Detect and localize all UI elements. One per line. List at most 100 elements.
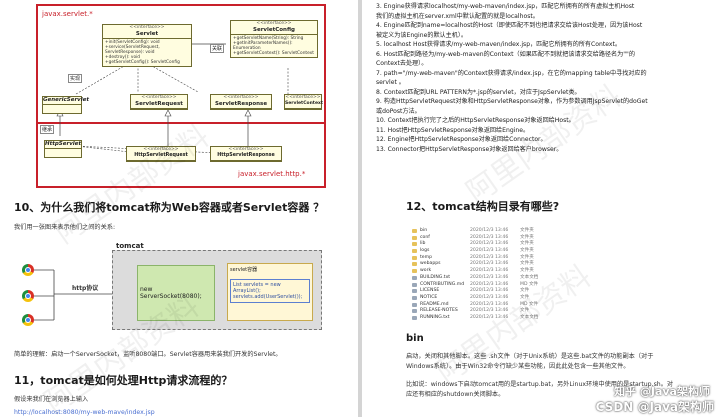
file-date: 2020/12/3 13:46 [470,274,509,280]
heading-q10: 10、为什么我们将tomcat称为Web容器或者Servlet容器 ？ [14,201,325,214]
class-servlet-request: <<interface>> ServletRequest [130,94,188,110]
stereotype: <<interface>> [256,21,292,26]
step-line: 5. localhost Host获得请求/my-web-maven/index… [376,41,621,48]
file-date: 2020/12/3 13:46 [470,234,509,240]
step-line: 4. Engine匹配到name=localhost的Host（即使匹配不到也把… [376,22,643,29]
step-line: 6. Host匹配到路径为/my-web-maven的Context（如果匹配不… [376,50,635,58]
file-type: 文件 [520,294,530,300]
tomcat-title: tomcat [116,242,144,250]
file-name: LICENSE [420,288,440,294]
file-name: lib [420,241,426,247]
folder-icon [412,255,417,260]
bin-text-1: 启动，关闭和其他脚本。这些 .sh文件（对于Unix系统）是这些.bat文件的功… [406,353,654,360]
class-name: Servlet [103,31,191,39]
http-arrows [34,269,118,321]
class-http-servlet-request: <<interface>> HttpServletRequest [126,146,196,162]
file-row[interactable]: CONTRIBUTING.md 2020/12/3 13:46 MD 文件 [412,282,642,289]
uml-class-diagram: javax.servlet.* javax.servlet.http.* [36,4,326,188]
class-name: ServletRequest [131,101,187,109]
file-date: 2020/12/3 13:46 [470,268,509,274]
servlet-container-box: servlet容器 List servlets = new ArrayList(… [227,263,313,321]
file-icon [412,309,417,314]
step-line: 3. Engine获得请求localhost/my-web-maven/inde… [376,3,635,10]
stereotype: <<interface>> [285,95,321,100]
class-servlet-response: <<interface>> ServletResponse [210,94,272,110]
file-type: 文件 [520,288,530,294]
file-type: 文件夹 [520,261,534,267]
file-name: RUNNING.txt [420,314,450,320]
url-link[interactable]: http://localhost:8080/my-web-mave/index.… [14,409,155,416]
file-icon [412,315,417,320]
step-line: 13. Connector把HttpServletResponse对象返回给客户… [376,145,563,153]
file-date: 2020/12/3 13:46 [470,281,509,287]
label-implements: 实现 [68,74,83,83]
file-date: 2020/12/3 13:46 [470,301,509,307]
file-date: 2020/12/3 13:46 [470,248,509,254]
file-name: conf [420,234,430,240]
file-name: BUILDING.txt [420,274,451,280]
label-extends: 继承 [40,125,55,134]
class-name: HttpServletRequest [127,153,195,161]
folder-icon [412,229,417,233]
step-line: 11. Host把HttpServletResponse对象返回给Engine。 [376,126,530,134]
step-line: 7. path="/my-web-maven"的Context获得请求/inde… [376,69,647,77]
bin-text-4: 应还有相应的shutdown关闭脚本。 [406,391,505,398]
file-name: CONTRIBUTING.md [420,281,465,287]
browser-icon [22,264,34,276]
step-line: 8. Context匹配到URL PATTERN为*.jsp的servlet，对… [376,88,581,96]
class-name: ServletConfig [231,27,317,35]
bin-text-2: Windows系统）。由于Win32命令行缺少某些功能，因此此处包含一些其他文件… [406,363,630,370]
class-servlet: <<interface>> Servlet +init(ServletConfi… [102,24,192,67]
stereotype: <<interface>> [129,25,165,30]
file-name: logs [420,248,430,254]
servlet-list-code: List servlets = new ArrayList(); servlet… [230,279,310,303]
file-type: 文本文档 [520,274,539,280]
folder-icon [412,242,417,247]
file-icon [412,302,417,307]
file-date: 2020/12/3 13:46 [470,228,509,233]
file-type: MD 文件 [520,281,539,287]
file-date: 2020/12/3 13:46 [470,314,509,320]
browser-icon [22,314,34,326]
server-socket-code: new ServerSocket(8080); [140,286,202,300]
file-row[interactable]: BUILDING.txt 2020/12/3 13:46 文本文档 [412,275,642,282]
file-date: 2020/12/3 13:46 [470,288,509,294]
step-line: 我们的虚拟主机在server.xml中默认配置的就是localhost。 [376,12,539,20]
step-line: 9. 构造HttpServletRequest对象和HttpServletRes… [376,98,648,105]
label-association: 关联 [210,44,225,53]
package-label-http: javax.servlet.http.* [238,170,306,178]
class-name: HttpServlet [45,141,82,149]
step-line: 12. Engine把HttpServletResponse对象返回给Conne… [376,136,547,143]
file-type: 文件夹 [520,268,534,274]
folder-icon [412,249,417,254]
file-date: 2020/12/3 13:46 [470,254,509,260]
stereotype: <<interface>> [228,147,264,152]
file-row[interactable]: LICENSE 2020/12/3 13:46 文件 [412,288,642,295]
stereotype: <<interface>> [223,95,259,100]
step-line: Context去处理）。 [376,60,428,67]
file-date: 2020/12/3 13:46 [470,261,509,267]
class-methods: +getServletName(String): String +getInit… [233,36,314,56]
class-name: ServletContext [285,101,323,109]
class-http-servlet: HttpServlet [44,140,82,158]
step-line: servlet 。 [376,79,405,86]
stereotype: <<interface>> [143,147,179,152]
tomcat-diagram: http协议 tomcat new ServerSocket(8080); se… [20,242,340,334]
browser-icon [22,290,34,302]
class-generic-servlet: GenericServlet [42,96,89,114]
javax-servlet-package [38,6,324,124]
class-servlet-config: <<interface>> ServletConfig +getServletN… [230,20,318,58]
left-page: javax.servlet.* javax.servlet.http.* [0,0,358,417]
